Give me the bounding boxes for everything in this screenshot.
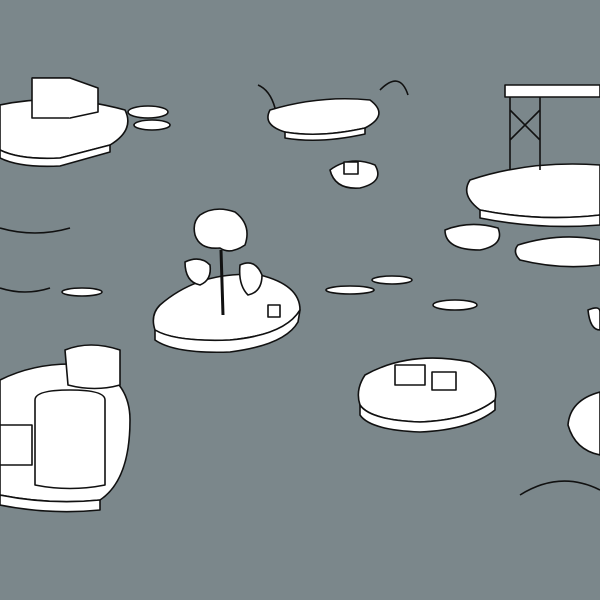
- kayak: [325, 285, 375, 295]
- kayak: [61, 287, 103, 297]
- tree-island: [152, 208, 301, 354]
- right-edge-island: [567, 307, 600, 456]
- house-island: [0, 77, 171, 168]
- stage-island: [465, 84, 600, 228]
- kayak: [371, 275, 413, 285]
- kayak: [432, 299, 478, 311]
- audience-island-2: [514, 236, 600, 268]
- lights-string: [0, 227, 71, 234]
- audience-island-1: [444, 223, 501, 251]
- net: [519, 480, 600, 496]
- market-island: [357, 357, 497, 433]
- small-island-basket: [329, 160, 379, 189]
- fishing-island: [257, 80, 409, 142]
- lights-string-2: [0, 287, 51, 293]
- building-island: [0, 344, 131, 513]
